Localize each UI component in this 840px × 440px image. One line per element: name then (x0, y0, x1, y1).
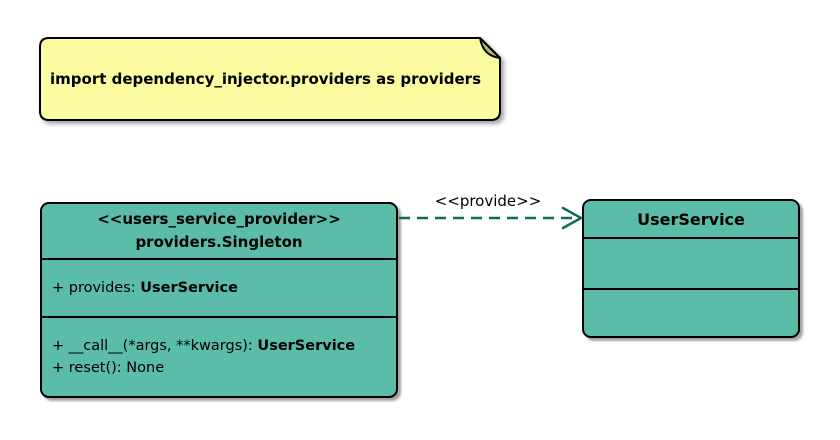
method-text: + reset(): None (52, 360, 165, 376)
class-stereotype: <<users_service_provider>> (97, 210, 341, 228)
attribute-type: UserService (140, 280, 238, 296)
attributes-compartment: + provides: UserService (42, 258, 396, 316)
note-fold-icon (479, 37, 501, 59)
method-text: + __call__(*args, **kwargs): (52, 338, 258, 354)
attributes-compartment-empty (584, 237, 798, 288)
methods-compartment-empty (584, 288, 798, 336)
class-node-singleton: <<users_service_provider>> providers.Sin… (40, 202, 398, 398)
relation-label: <<provide>> (434, 192, 542, 210)
class-header-userservice: UserService (584, 201, 798, 237)
note: import dependency_injector.providers as … (40, 38, 500, 120)
attribute-text: + provides: (52, 280, 141, 296)
class-name: providers.Singleton (135, 233, 303, 251)
methods-compartment: + __call__(*args, **kwargs): UserService… (42, 316, 396, 396)
class-node-userservice: UserService (582, 199, 800, 338)
method-return-type: UserService (257, 338, 356, 354)
method-row: + __call__(*args, **kwargs): UserService (52, 335, 386, 357)
note-body-shape (39, 37, 501, 121)
note-shape (39, 37, 501, 121)
class-name: UserService (637, 209, 745, 229)
arrowhead-icon (561, 206, 584, 230)
note-text: import dependency_injector.providers as … (50, 70, 482, 88)
attribute-row: + provides: UserService (52, 277, 386, 299)
class-header-singleton: <<users_service_provider>> providers.Sin… (42, 204, 396, 258)
method-row: + reset(): None (52, 357, 386, 379)
